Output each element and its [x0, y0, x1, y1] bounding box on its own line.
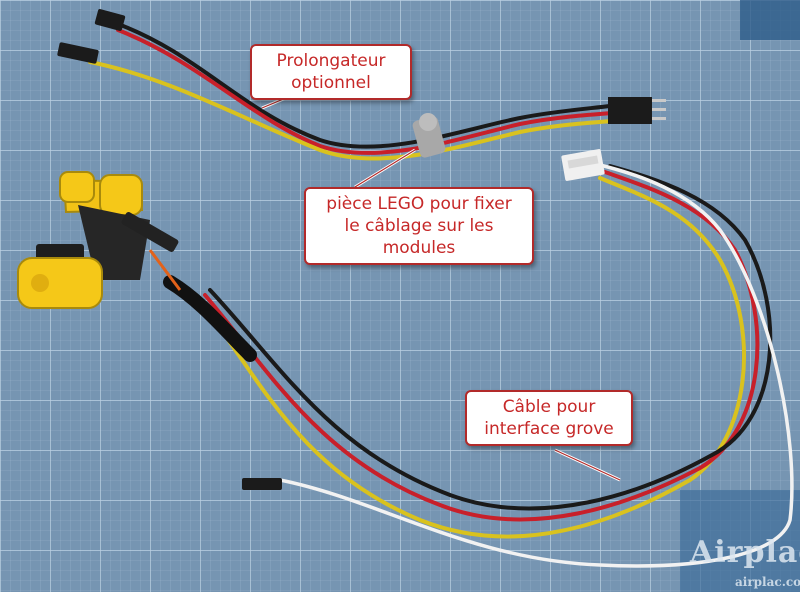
callout-line: Prolongateur	[276, 51, 386, 71]
extension-left-connectors	[57, 9, 126, 64]
mat-dark-corner	[680, 490, 800, 592]
callout-line: le câblage sur les	[344, 216, 494, 236]
grove-cable	[198, 163, 794, 568]
watermark-logo: Airplac	[690, 535, 800, 570]
callout-line: interface grove	[484, 419, 614, 439]
callout-line: pièce LEGO pour fixer	[326, 194, 512, 214]
callout-line: modules	[382, 238, 456, 258]
lego-clip-piece	[412, 113, 446, 158]
yellow-lego-assembly	[17, 171, 182, 309]
grove-connector	[561, 149, 605, 181]
callout-lego-piece: pièce LEGO pour fixer le câblage sur les…	[304, 187, 534, 265]
callout-extension-cable: Prolongateur optionnel	[250, 44, 412, 100]
callout-line: Câble pour	[502, 397, 596, 417]
extension-cable	[88, 22, 627, 161]
callout-line: optionnel	[291, 73, 371, 93]
callout-grove-cable: Câble pour interface grove	[465, 390, 633, 446]
white-wire-pin	[242, 478, 282, 490]
extension-right-pins	[608, 97, 666, 124]
mat-top-strip	[740, 0, 800, 40]
watermark-url: airplac.com	[735, 575, 800, 589]
